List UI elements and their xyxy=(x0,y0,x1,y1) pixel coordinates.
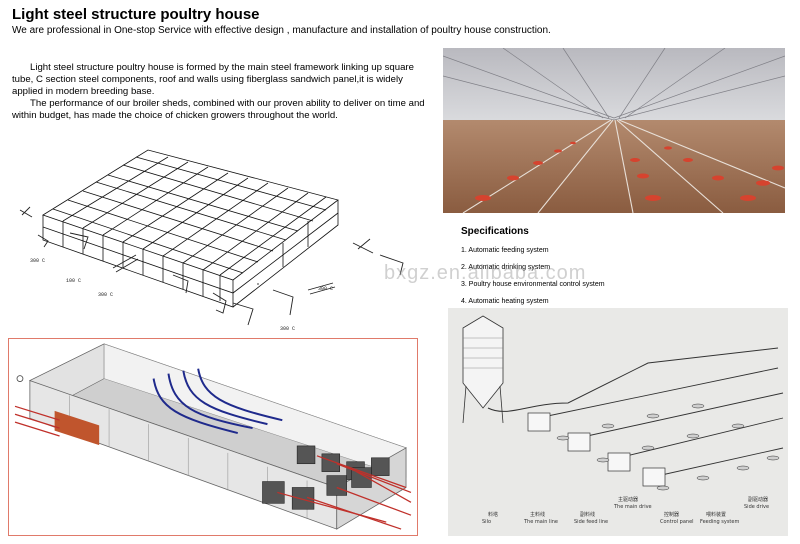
page-subtitle: We are professional in One-stop Service … xyxy=(12,25,551,36)
poultry-house-photo xyxy=(443,48,785,213)
label-control-cn: 控制器 xyxy=(664,511,679,518)
dim-label-4: 300 C xyxy=(318,286,333,292)
specifications-section: Specifications 1. Automatic feeding syst… xyxy=(461,226,781,313)
label-main-line-en: The main line xyxy=(523,519,558,525)
label-main-drive-cn: 主驱动器 xyxy=(618,496,638,503)
dim-label-1: 300 C xyxy=(30,258,45,264)
dim-label-3: 300 C xyxy=(98,292,113,298)
label-silo-en: Silo xyxy=(482,519,491,525)
intro-paragraph-1: Light steel structure poultry house is f… xyxy=(12,62,414,97)
label-control-en: Control panel xyxy=(660,519,694,525)
label-main-line-cn: 主料线 xyxy=(530,511,545,518)
spec-item: 3. Poultry house environmental control s… xyxy=(461,281,605,288)
spec-item: 4. Automatic heating system xyxy=(461,298,549,305)
ventilation-diagram xyxy=(8,338,418,536)
label-side-line-en: Side feed line xyxy=(574,519,608,525)
intro-paragraph-2: The performance of our broiler sheds, co… xyxy=(12,98,425,121)
feeding-system-diagram: 料塔 Silo 主料线 The main line 副料线 Side feed … xyxy=(448,308,788,536)
label-silo-cn: 料塔 xyxy=(488,511,498,518)
page-title: Light steel structure poultry house xyxy=(12,6,260,23)
label-side-line-cn: 副料线 xyxy=(580,511,595,518)
spec-item: 1. Automatic feeding system xyxy=(461,247,549,254)
label-feeding-en: Feeding system xyxy=(700,519,739,525)
label-main-drive-en: The main drive xyxy=(613,504,652,510)
specifications-heading: Specifications xyxy=(461,226,529,237)
watermark: bxgz.en.alibaba.com xyxy=(384,262,587,284)
dim-label-2: 100 C xyxy=(66,278,81,284)
label-side-drive-cn: 副驱动器 xyxy=(748,496,768,503)
steel-frame-diagram: 300 C 100 C 300 C 300 C 300 C xyxy=(19,149,404,332)
intro-text: Light steel structure poultry house is f… xyxy=(12,62,432,122)
dim-label-5: 300 C xyxy=(280,326,295,332)
label-feeding-cn: 喂料装置 xyxy=(706,511,726,518)
specifications-list: 1. Automatic feeding system 2. Automatic… xyxy=(461,245,781,313)
spec-item: 2. Automatic drinking system xyxy=(461,264,551,271)
label-side-drive-en: Side drive xyxy=(744,504,769,510)
